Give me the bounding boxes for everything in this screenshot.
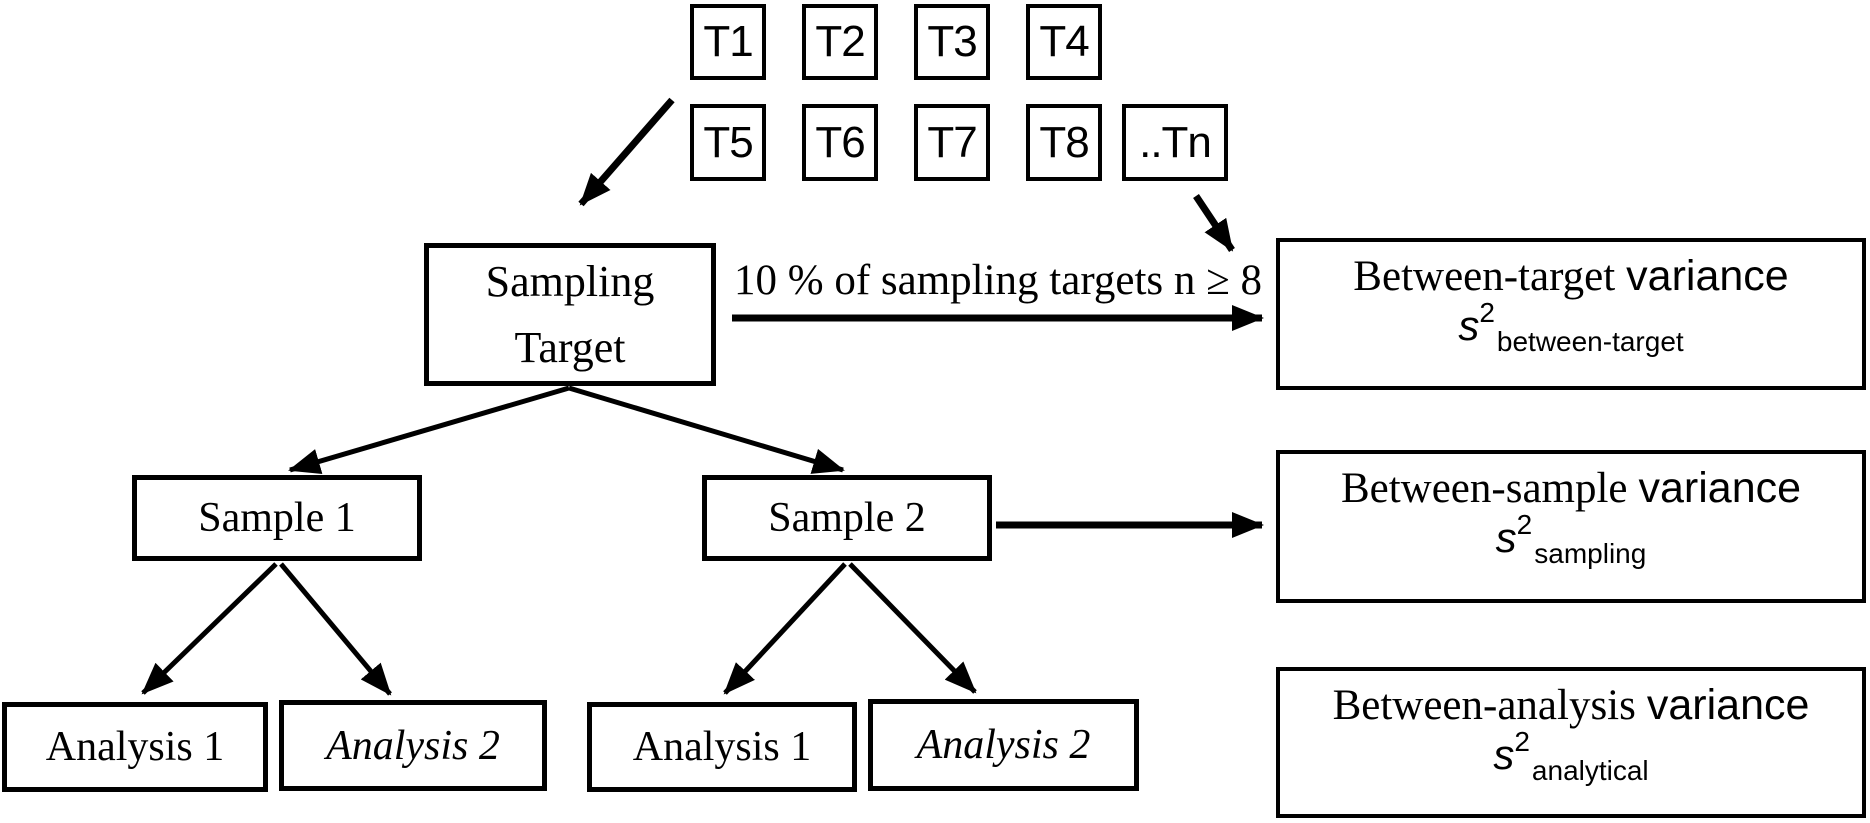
sampling-target-box: Sampling Target xyxy=(424,243,716,386)
target-box-t4: T4 xyxy=(1026,4,1102,80)
analysis-2b-label: Analysis 2 xyxy=(916,722,1091,768)
arrow-sample-1-to-analysis-2 xyxy=(279,562,392,696)
symbol-subscript: sampling xyxy=(1534,538,1647,569)
target-label-t8: T8 xyxy=(1039,117,1089,167)
between-analysis-variance-symbol: s2analytical xyxy=(1493,728,1648,785)
between-target-title-main: Between-target xyxy=(1353,253,1616,300)
target-label-t4: T4 xyxy=(1039,17,1089,66)
sampling-target-line1: Sampling xyxy=(485,257,655,307)
target-label-tn: ..Tn xyxy=(1139,117,1212,167)
arrow-tn-to-between-target xyxy=(1193,194,1235,252)
target-label-t2: T2 xyxy=(815,17,865,66)
sample-1-label: Sample 1 xyxy=(198,495,356,541)
analysis-2b-box: Analysis 2 xyxy=(868,699,1139,791)
arrow-sample-2-to-analysis-1 xyxy=(723,562,847,695)
symbol-s: s xyxy=(1495,514,1517,561)
arrow-sampling-target-to-sample-2 xyxy=(568,385,845,474)
sampling-targets-rule-label: 10 % of sampling targets n ≥ 8 xyxy=(734,257,1262,304)
target-box-t5: T5 xyxy=(690,104,766,181)
between-analysis-title-suffix: variance xyxy=(1646,681,1810,729)
target-box-tn: ..Tn xyxy=(1122,104,1228,181)
analysis-1a-label: Analysis 1 xyxy=(45,724,225,770)
between-target-variance-symbol: s2between-target xyxy=(1458,299,1683,356)
target-box-t2: T2 xyxy=(802,4,878,80)
sample-1-box: Sample 1 xyxy=(132,475,422,561)
symbol-s: s xyxy=(1493,731,1515,778)
symbol-exponent: 2 xyxy=(1514,726,1530,757)
arrow-sample-1-to-analysis-1 xyxy=(141,562,278,695)
target-label-t3: T3 xyxy=(927,17,977,66)
arrow-sampling-target-to-sample-1 xyxy=(288,385,570,475)
between-analysis-title-main: Between-analysis xyxy=(1332,682,1636,729)
between-sample-title-main: Between-sample xyxy=(1340,465,1628,512)
target-box-t6: T6 xyxy=(802,104,878,181)
target-label-t6: T6 xyxy=(815,117,865,167)
target-box-t7: T7 xyxy=(914,104,990,181)
between-sample-title-suffix: variance xyxy=(1638,464,1802,512)
between-sample-variance-symbol: s2sampling xyxy=(1495,511,1647,568)
sample-2-label: Sample 2 xyxy=(768,495,926,541)
analysis-1b-box: Analysis 1 xyxy=(587,702,857,792)
arrow-sample-2-to-analysis-2 xyxy=(848,562,977,694)
sampling-target-line2: Target xyxy=(514,322,626,372)
symbol-exponent: 2 xyxy=(1479,297,1495,328)
symbol-subscript: between-target xyxy=(1496,326,1684,357)
analysis-2a-label: Analysis 2 xyxy=(326,722,500,769)
target-box-t8: T8 xyxy=(1026,104,1102,181)
target-label-t1: T1 xyxy=(703,17,753,66)
target-label-t7: T7 xyxy=(927,117,977,167)
analysis-2a-box: Analysis 2 xyxy=(279,700,547,791)
analysis-1a-box: Analysis 1 xyxy=(2,702,268,792)
symbol-subscript: analytical xyxy=(1531,755,1649,786)
target-box-t1: T1 xyxy=(690,4,766,80)
between-target-title-suffix: variance xyxy=(1626,252,1789,300)
arrow-targets-to-sampling-target xyxy=(578,97,675,207)
target-box-t3: T3 xyxy=(914,4,990,80)
symbol-exponent: 2 xyxy=(1516,509,1533,540)
analysis-1b-label: Analysis 1 xyxy=(632,724,812,770)
symbol-s: s xyxy=(1458,302,1480,349)
sample-2-box: Sample 2 xyxy=(702,475,992,561)
target-label-t5: T5 xyxy=(703,117,753,167)
